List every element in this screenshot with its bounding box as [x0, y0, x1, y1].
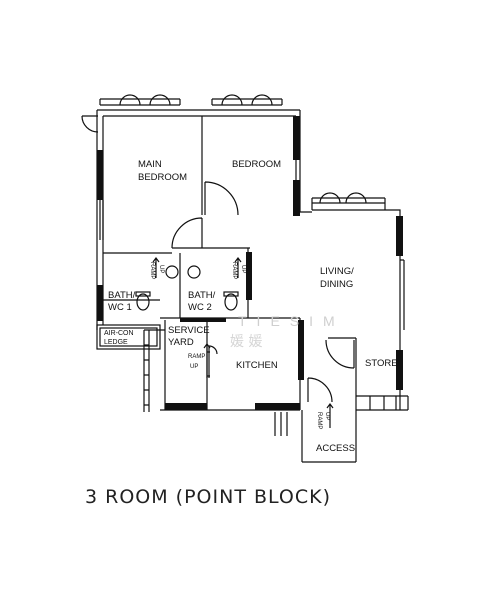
ramp-arrow-access	[326, 403, 334, 428]
label-bath2-2: WC 2	[188, 302, 212, 313]
ramp-label-yard: RAMP	[188, 354, 205, 360]
watermark-chinese: 媛 媛	[230, 334, 262, 350]
toilet-bath2	[224, 293, 238, 311]
label-bath1-1: BATH/	[108, 290, 136, 301]
label-living-2: DINING	[320, 279, 353, 290]
ramp-arrow-bath1	[152, 257, 160, 278]
label-kitchen: KITCHEN	[236, 360, 278, 371]
toilet-tank-bath2	[223, 291, 239, 297]
window-side-left	[99, 200, 104, 240]
ramp-arrow-bath2	[234, 257, 242, 278]
basin-bath1	[165, 265, 179, 279]
label-aircon-1: AIR-CON	[104, 330, 134, 337]
label-bath2-1: BATH/	[188, 290, 216, 301]
window-casement-main	[119, 94, 171, 106]
store-corridor	[356, 395, 409, 411]
door-swing-store	[325, 339, 355, 369]
door-swing-main-bedroom	[171, 217, 203, 249]
aircon-ledge-inner	[99, 327, 158, 347]
window-side-right	[400, 259, 405, 330]
watermark-latin: TIESIM	[238, 313, 345, 329]
ramp-label-bath2: RAMP	[231, 262, 237, 279]
ramp-arrow-yard	[203, 343, 211, 378]
label-access: ACCESS	[316, 443, 355, 454]
ramp-label-access: RAMP	[316, 412, 322, 429]
ramp-label-bath1: RAMP	[149, 262, 155, 279]
toilet-tank-bath1	[135, 291, 151, 297]
window-top-bedroom	[211, 98, 283, 106]
window-top-living	[311, 197, 386, 210]
yard-railing	[143, 329, 165, 412]
label-bath1-2: WC 1	[108, 302, 132, 313]
up-label-bath1: UP	[158, 265, 164, 273]
outer-wall	[96, 109, 401, 411]
label-yard-2: YARD	[168, 337, 194, 348]
label-living-1: LIVING/	[320, 266, 354, 277]
door-swing-kitchen	[208, 345, 218, 378]
yard-railing-ticks	[144, 344, 149, 406]
label-main-bedroom-1: MAIN	[138, 159, 162, 170]
label-yard-1: SERVICE	[168, 325, 210, 336]
label-main-bedroom-2: BEDROOM	[138, 172, 187, 183]
label-bedroom: BEDROOM	[232, 159, 281, 170]
kitchen-opening	[207, 351, 210, 377]
label-aircon-2: LEDGE	[104, 339, 128, 346]
access-corridor	[301, 410, 357, 463]
door-swing-entrance	[307, 377, 333, 403]
window-casement-living	[319, 192, 367, 204]
basin-bath2	[187, 265, 201, 279]
plan-title: 3 ROOM (POINT BLOCK)	[85, 486, 331, 508]
up-label-bath2: UP	[240, 265, 246, 273]
up-label-yard: UP	[190, 364, 198, 370]
up-label-access: UP	[324, 412, 330, 420]
thick-walls	[97, 116, 403, 410]
toilet-bath1	[136, 293, 150, 311]
label-store: STORE	[365, 358, 398, 369]
door-swing-bedroom	[204, 181, 239, 216]
window-casement-bedroom	[221, 94, 273, 106]
door-swing-corner	[81, 115, 99, 133]
aircon-ledge-box	[96, 324, 161, 350]
access-steps	[274, 412, 288, 436]
